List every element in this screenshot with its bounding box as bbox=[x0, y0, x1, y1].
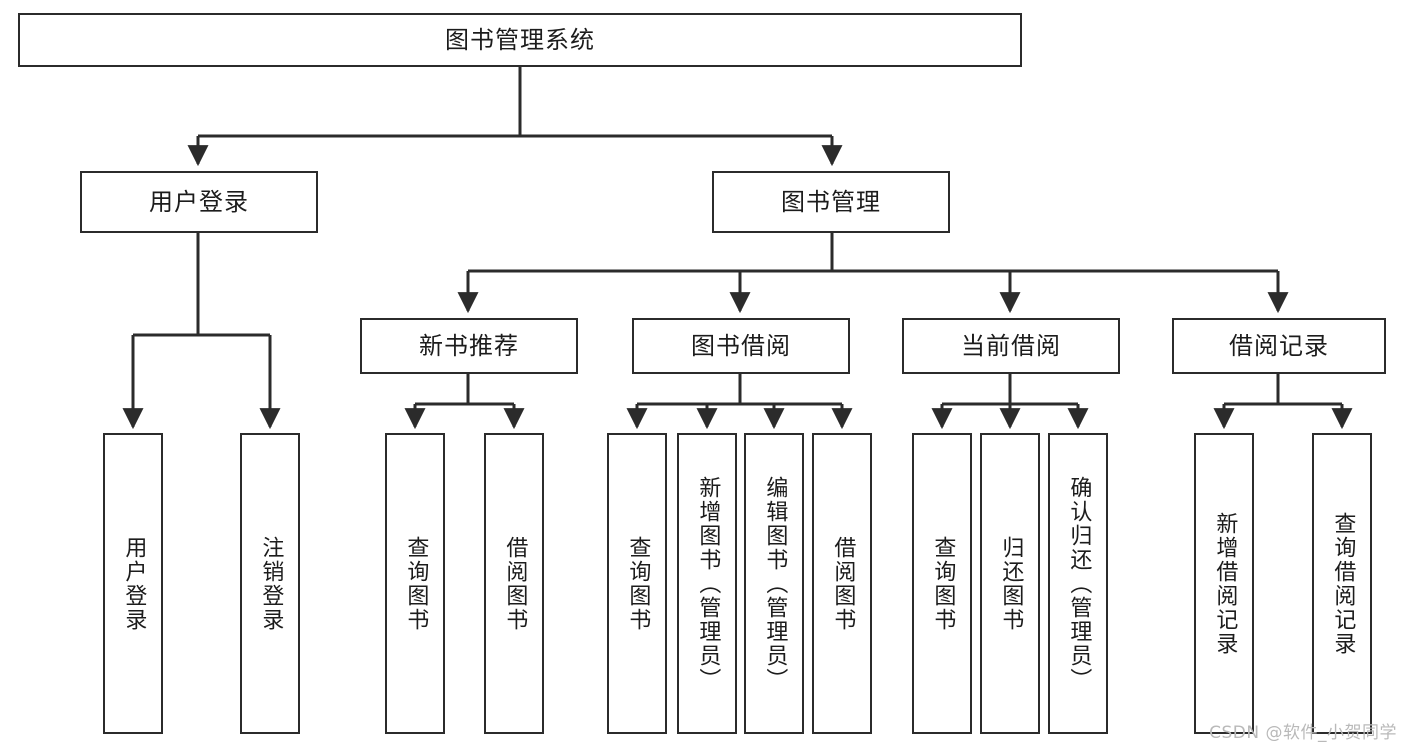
node-label: 新书推荐 bbox=[419, 331, 519, 360]
node-label: 新增图书（管理员） bbox=[695, 475, 721, 692]
node-label: 归还图书 bbox=[998, 535, 1024, 632]
node-label: 确认归还（管理员） bbox=[1066, 475, 1092, 692]
node-label: 借阅图书 bbox=[502, 535, 528, 632]
leaf-book-borrow-query-book[interactable]: 查询图书 bbox=[607, 433, 667, 734]
node-label: 新增借阅记录 bbox=[1212, 511, 1238, 656]
node-label: 编辑图书（管理员） bbox=[762, 475, 788, 692]
node-label: 用户登录 bbox=[121, 535, 147, 632]
node-label: 查询借阅记录 bbox=[1330, 511, 1356, 656]
node-label: 借阅图书 bbox=[830, 535, 856, 632]
node-label: 查询图书 bbox=[403, 535, 429, 632]
node-book-borrow[interactable]: 图书借阅 bbox=[632, 318, 850, 374]
leaf-current-borrow-confirm-return-admin[interactable]: 确认归还（管理员） bbox=[1048, 433, 1108, 734]
leaf-book-borrow-borrow-book[interactable]: 借阅图书 bbox=[812, 433, 872, 734]
leaf-user-login-signout[interactable]: 注销登录 bbox=[240, 433, 300, 734]
leaf-book-borrow-add-book-admin[interactable]: 新增图书（管理员） bbox=[677, 433, 737, 734]
node-label: 当前借阅 bbox=[961, 331, 1061, 360]
node-label: 查询图书 bbox=[625, 535, 651, 632]
node-label: 图书借阅 bbox=[691, 331, 791, 360]
node-new-book-recommend[interactable]: 新书推荐 bbox=[360, 318, 578, 374]
leaf-book-borrow-edit-book-admin[interactable]: 编辑图书（管理员） bbox=[744, 433, 804, 734]
node-book-management[interactable]: 图书管理 bbox=[712, 171, 950, 233]
leaf-new-book-query-book[interactable]: 查询图书 bbox=[385, 433, 445, 734]
node-label: 注销登录 bbox=[258, 535, 284, 632]
node-label: 图书管理系统 bbox=[445, 25, 595, 54]
leaf-current-borrow-query-book[interactable]: 查询图书 bbox=[912, 433, 972, 734]
node-borrow-record[interactable]: 借阅记录 bbox=[1172, 318, 1386, 374]
node-label: 查询图书 bbox=[930, 535, 956, 632]
leaf-user-login-signin[interactable]: 用户登录 bbox=[103, 433, 163, 734]
node-root-book-management-system[interactable]: 图书管理系统 bbox=[18, 13, 1022, 67]
leaf-current-borrow-return-book[interactable]: 归还图书 bbox=[980, 433, 1040, 734]
node-current-borrow[interactable]: 当前借阅 bbox=[902, 318, 1120, 374]
leaf-new-book-borrow-book[interactable]: 借阅图书 bbox=[484, 433, 544, 734]
node-label: 借阅记录 bbox=[1229, 331, 1329, 360]
leaf-borrow-record-add-record[interactable]: 新增借阅记录 bbox=[1194, 433, 1254, 734]
node-label: 用户登录 bbox=[149, 187, 249, 216]
leaf-borrow-record-query-record[interactable]: 查询借阅记录 bbox=[1312, 433, 1372, 734]
node-label: 图书管理 bbox=[781, 187, 881, 216]
node-user-login[interactable]: 用户登录 bbox=[80, 171, 318, 233]
